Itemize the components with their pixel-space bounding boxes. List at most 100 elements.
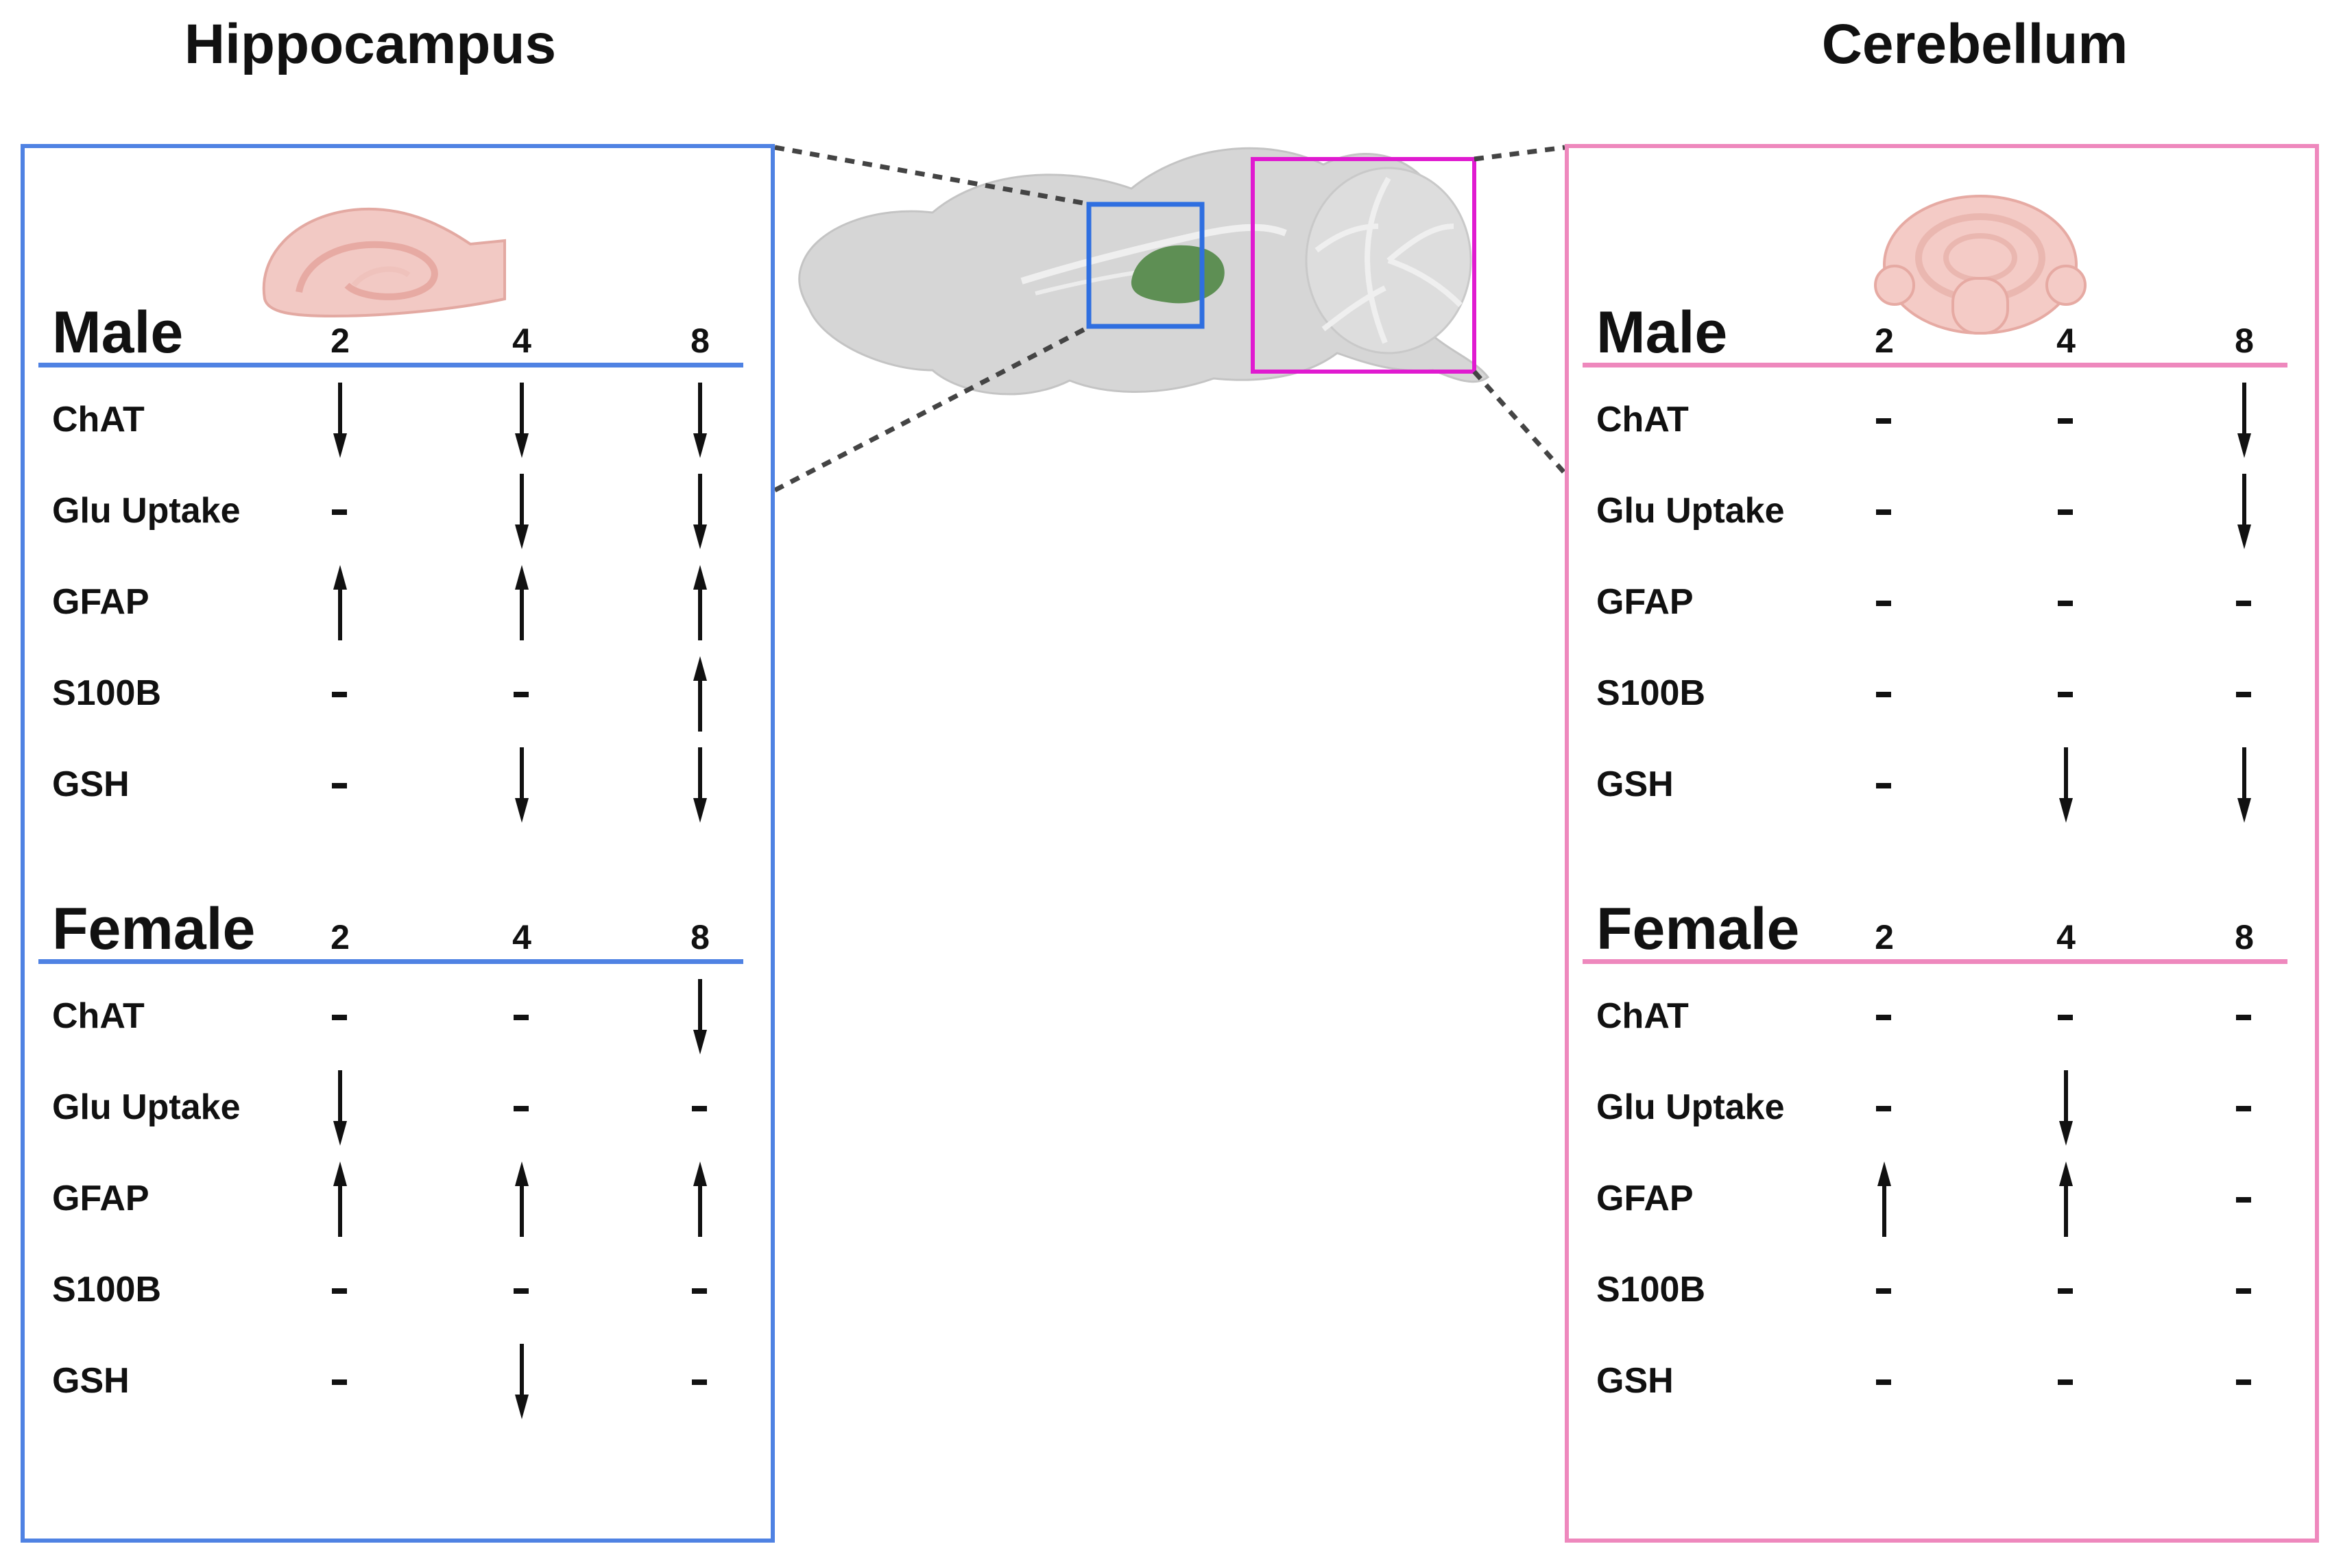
no-change-dash-icon	[2025, 1244, 2107, 1336]
brain-fold-line	[1020, 224, 1287, 285]
marker-row: ChAT	[25, 971, 771, 1062]
week-column-header: 8	[2235, 322, 2254, 360]
marker-label: Glu Uptake	[52, 1087, 241, 1127]
marker-label: GSH	[52, 764, 130, 804]
week-column-header: 4	[2056, 322, 2076, 360]
sex-label: Male	[1596, 300, 1728, 365]
no-change-dash-icon	[2203, 1336, 2285, 1427]
marker-row: GFAP	[25, 557, 771, 648]
no-change-dash-icon	[1843, 1336, 1925, 1427]
no-change-dash-icon	[481, 1062, 563, 1153]
marker-label: Glu Uptake	[1596, 491, 1785, 531]
no-change-dash-icon	[481, 971, 563, 1062]
marker-label: Glu Uptake	[52, 491, 241, 531]
cerebellum-title: Cerebellum	[1821, 13, 2128, 75]
no-change-dash-icon	[1843, 1244, 1925, 1336]
marker-row: S100B	[1569, 1244, 2315, 1336]
marker-row: S100B	[1569, 648, 2315, 739]
marker-label: S100B	[1596, 1270, 1705, 1310]
no-change-dash-icon	[1843, 466, 1925, 557]
marker-row: ChAT	[1569, 374, 2315, 466]
down-arrow-icon	[659, 466, 741, 557]
sagittal-brain-diagram	[775, 123, 1570, 507]
marker-row: Glu Uptake	[1569, 1062, 2315, 1153]
marker-label: S100B	[1596, 673, 1705, 713]
cerebellum-thumbnail-icon	[1864, 182, 2097, 347]
no-change-dash-icon	[1843, 739, 1925, 830]
down-arrow-icon	[481, 1336, 563, 1427]
week-column-header: 2	[331, 322, 350, 360]
week-column-header: 4	[2056, 918, 2076, 956]
no-change-dash-icon	[481, 1244, 563, 1336]
down-arrow-icon	[2203, 466, 2285, 557]
no-change-dash-icon	[299, 971, 381, 1062]
header-rule	[38, 959, 743, 964]
no-change-dash-icon	[2025, 557, 2107, 648]
marker-row: ChAT	[1569, 971, 2315, 1062]
no-change-dash-icon	[1843, 374, 1925, 466]
no-change-dash-icon	[2203, 1153, 2285, 1244]
marker-label: Glu Uptake	[1596, 1087, 1785, 1127]
up-arrow-icon	[481, 1153, 563, 1244]
up-arrow-icon	[659, 557, 741, 648]
no-change-dash-icon	[1843, 648, 1925, 739]
marker-row: GSH	[1569, 739, 2315, 830]
no-change-dash-icon	[1843, 971, 1925, 1062]
no-change-dash-icon	[2025, 971, 2107, 1062]
no-change-dash-icon	[659, 1062, 741, 1153]
marker-label: ChAT	[1596, 400, 1689, 439]
hippocampus-zoom-box	[1086, 202, 1205, 329]
no-change-dash-icon	[2025, 648, 2107, 739]
down-arrow-icon	[659, 374, 741, 466]
no-change-dash-icon	[299, 1244, 381, 1336]
week-column-header: 8	[690, 322, 710, 360]
sex-label: Female	[52, 896, 256, 962]
up-arrow-icon	[659, 1153, 741, 1244]
down-arrow-icon	[299, 1062, 381, 1153]
marker-label: ChAT	[1596, 996, 1689, 1036]
sex-label: Female	[1596, 896, 1800, 962]
marker-label: GFAP	[1596, 582, 1694, 622]
marker-row: GSH	[1569, 1336, 2315, 1427]
marker-label: ChAT	[52, 400, 145, 439]
no-change-dash-icon	[2203, 971, 2285, 1062]
marker-row: GFAP	[1569, 557, 2315, 648]
no-change-dash-icon	[481, 648, 563, 739]
marker-label: GSH	[1596, 764, 1674, 804]
no-change-dash-icon	[2025, 374, 2107, 466]
week-column-header: 2	[1875, 918, 1894, 956]
marker-row: Glu Uptake	[1569, 466, 2315, 557]
marker-row: Glu Uptake	[25, 466, 771, 557]
up-arrow-icon	[299, 557, 381, 648]
down-arrow-icon	[2203, 374, 2285, 466]
marker-row: Glu Uptake	[25, 1062, 771, 1153]
marker-row: GSH	[25, 739, 771, 830]
no-change-dash-icon	[2025, 466, 2107, 557]
no-change-dash-icon	[2025, 1336, 2107, 1427]
header-rule	[1583, 363, 2287, 367]
no-change-dash-icon	[2203, 557, 2285, 648]
marker-label: S100B	[52, 673, 161, 713]
no-change-dash-icon	[299, 739, 381, 830]
no-change-dash-icon	[1843, 557, 1925, 648]
header-rule	[1583, 959, 2287, 964]
header-rule	[38, 363, 743, 367]
up-arrow-icon	[2025, 1153, 2107, 1244]
marker-row: S100B	[25, 1244, 771, 1336]
week-column-header: 2	[1875, 322, 1894, 360]
down-arrow-icon	[481, 374, 563, 466]
marker-label: GFAP	[1596, 1179, 1694, 1218]
hippocampus-thumbnail-icon	[251, 189, 512, 326]
week-column-header: 2	[331, 918, 350, 956]
week-column-header: 8	[690, 918, 710, 956]
down-arrow-icon	[659, 739, 741, 830]
cerebellum-folia	[1314, 176, 1463, 344]
up-arrow-icon	[299, 1153, 381, 1244]
down-arrow-icon	[2025, 739, 2107, 830]
up-arrow-icon	[659, 648, 741, 739]
no-change-dash-icon	[659, 1244, 741, 1336]
